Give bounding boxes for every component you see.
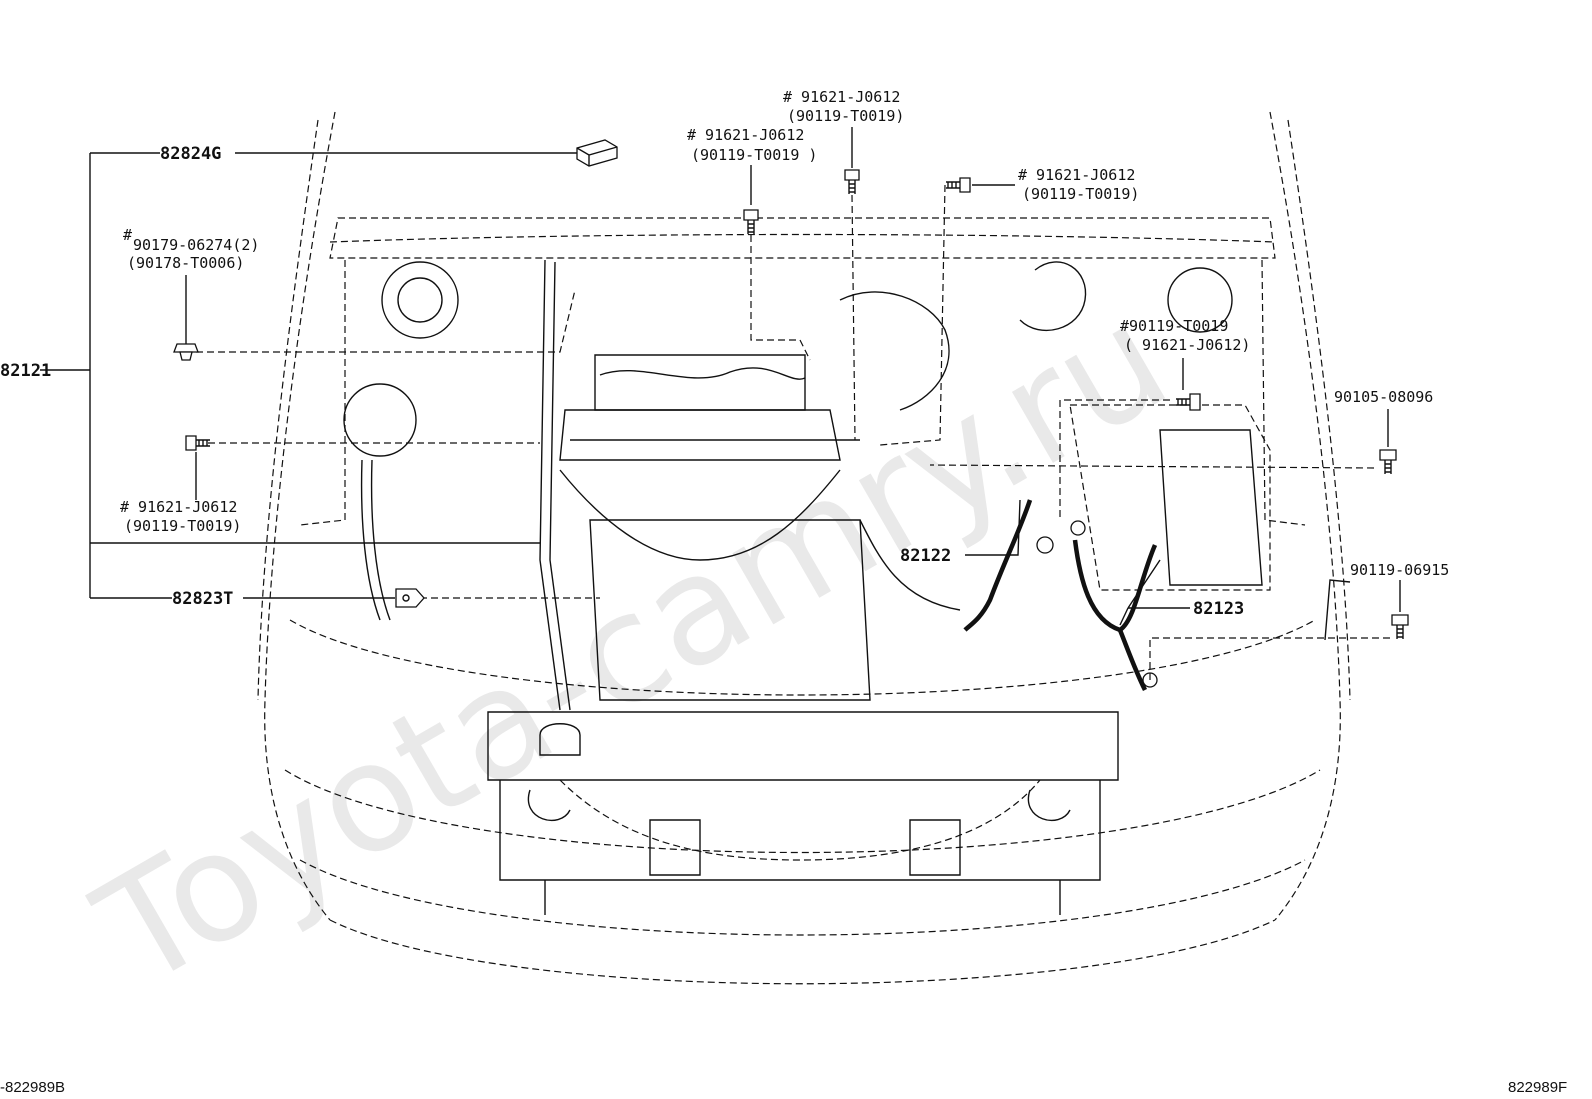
label-90105-08096: 90105-08096: [1334, 388, 1433, 406]
hash-mark: #: [123, 226, 132, 244]
clamp-icon: [395, 588, 425, 608]
label-82121: 82121: [0, 361, 51, 381]
label-90119-T0019-right: (90119-T0019): [1022, 185, 1139, 203]
label-91621-J0612-right: # 91621-J0612: [1018, 166, 1135, 184]
label-82123: 82123: [1193, 599, 1244, 619]
vehicle-body-outline: [257, 111, 1351, 985]
label-91621-J0612-center: # 91621-J0612: [687, 126, 804, 144]
leader-lines: [40, 127, 1401, 680]
footer-code-right: 822989F: [1508, 1079, 1567, 1096]
label-90119-T0019-center: (90119-T0019 ): [691, 146, 817, 164]
footer-code-left: -822989B: [0, 1079, 65, 1096]
label-90178-T0006: (90178-T0006): [127, 254, 244, 272]
label-91621-J0612-top: # 91621-J0612: [783, 88, 900, 106]
cable-82123-b: [1117, 629, 1148, 692]
bolt-icon: [743, 209, 759, 234]
bolt-icon: [185, 435, 210, 451]
engine-assembly: [360, 259, 1271, 915]
label-82122: 82122: [900, 546, 951, 566]
label-90179-06274: 90179-06274(2): [133, 236, 259, 254]
bolt-icon: [844, 169, 860, 194]
label-90119-T0019-battery: #90119-T0019: [1120, 317, 1228, 335]
label-82823T: 82823T: [172, 589, 233, 609]
fasteners: [173, 139, 1409, 639]
label-91621-J0612-battery: ( 91621-J0612): [1124, 336, 1250, 354]
bolt-icon: [1391, 614, 1409, 639]
label-90119-T0019-left: (90119-T0019): [124, 517, 241, 535]
part-labels: 82824G 82121 82823T 82122 82123 # 90179-…: [0, 88, 1449, 619]
label-90119-06915: 90119-06915: [1350, 561, 1449, 579]
label-91621-J0612-left: # 91621-J0612: [120, 498, 237, 516]
label-82824G: 82824G: [160, 144, 221, 164]
bolt-icon: [946, 177, 971, 193]
cable-82123-a: [1072, 539, 1158, 633]
clip-icon: [173, 343, 199, 361]
bolt-icon: [1379, 449, 1397, 474]
battery-cables: [963, 499, 1158, 692]
watermark: Toyota-camry.ru: [70, 272, 1195, 1022]
label-90119-T0019-top: (90119-T0019): [787, 107, 904, 125]
bolt-icon: [1176, 393, 1201, 411]
cable-82122: [963, 499, 1033, 632]
